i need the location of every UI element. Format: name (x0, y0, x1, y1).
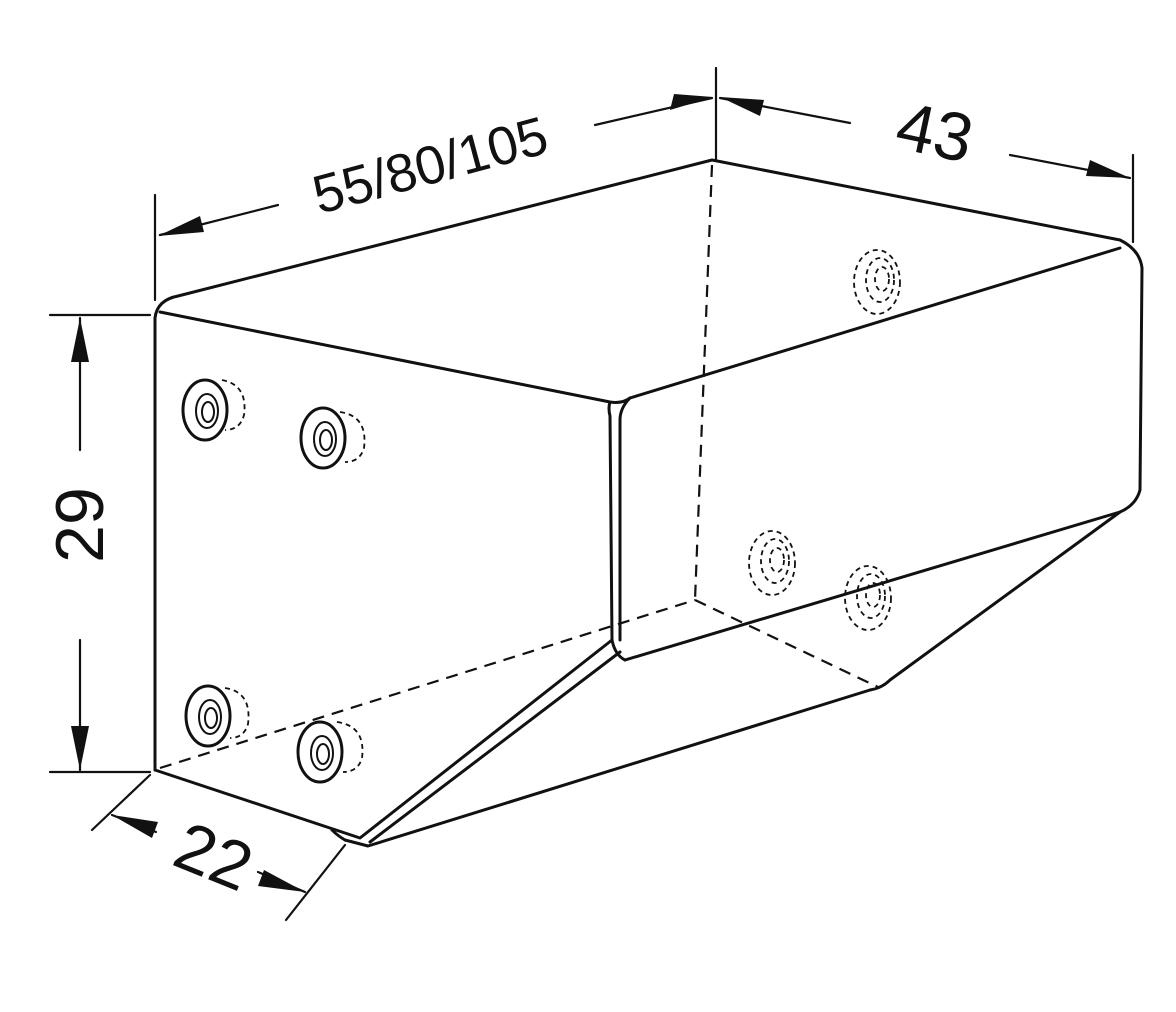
screw-hole-icon (299, 406, 366, 470)
screw-hole-icon (181, 378, 246, 442)
dimension-length-label: 55/80/105 (307, 106, 555, 226)
dimension-depth-label: 22 (164, 807, 263, 906)
dimension-height-label: 29 (42, 487, 118, 563)
arrow-length-left (158, 216, 204, 236)
arrow-depth-left (112, 815, 158, 838)
hidden-hole-icon (844, 565, 892, 631)
arrow-height-bottom (71, 726, 89, 770)
arrow-depth-right (258, 870, 305, 892)
hidden-hole-icon (748, 530, 796, 596)
arrow-height-top (71, 318, 89, 362)
arrow-width-left (720, 97, 764, 116)
screw-holes-back (748, 249, 901, 631)
dimension-lines (48, 66, 1135, 922)
dimension-width-label: 43 (890, 87, 980, 177)
bracket-outline (153, 158, 1144, 848)
hidden-hole-icon (853, 249, 901, 315)
screw-holes-front (181, 378, 366, 784)
hidden-lines (159, 164, 881, 770)
arrow-length-right (670, 94, 713, 110)
screw-hole-icon (296, 720, 364, 784)
arrow-width-right (1086, 160, 1130, 178)
screw-hole-icon (184, 684, 250, 748)
